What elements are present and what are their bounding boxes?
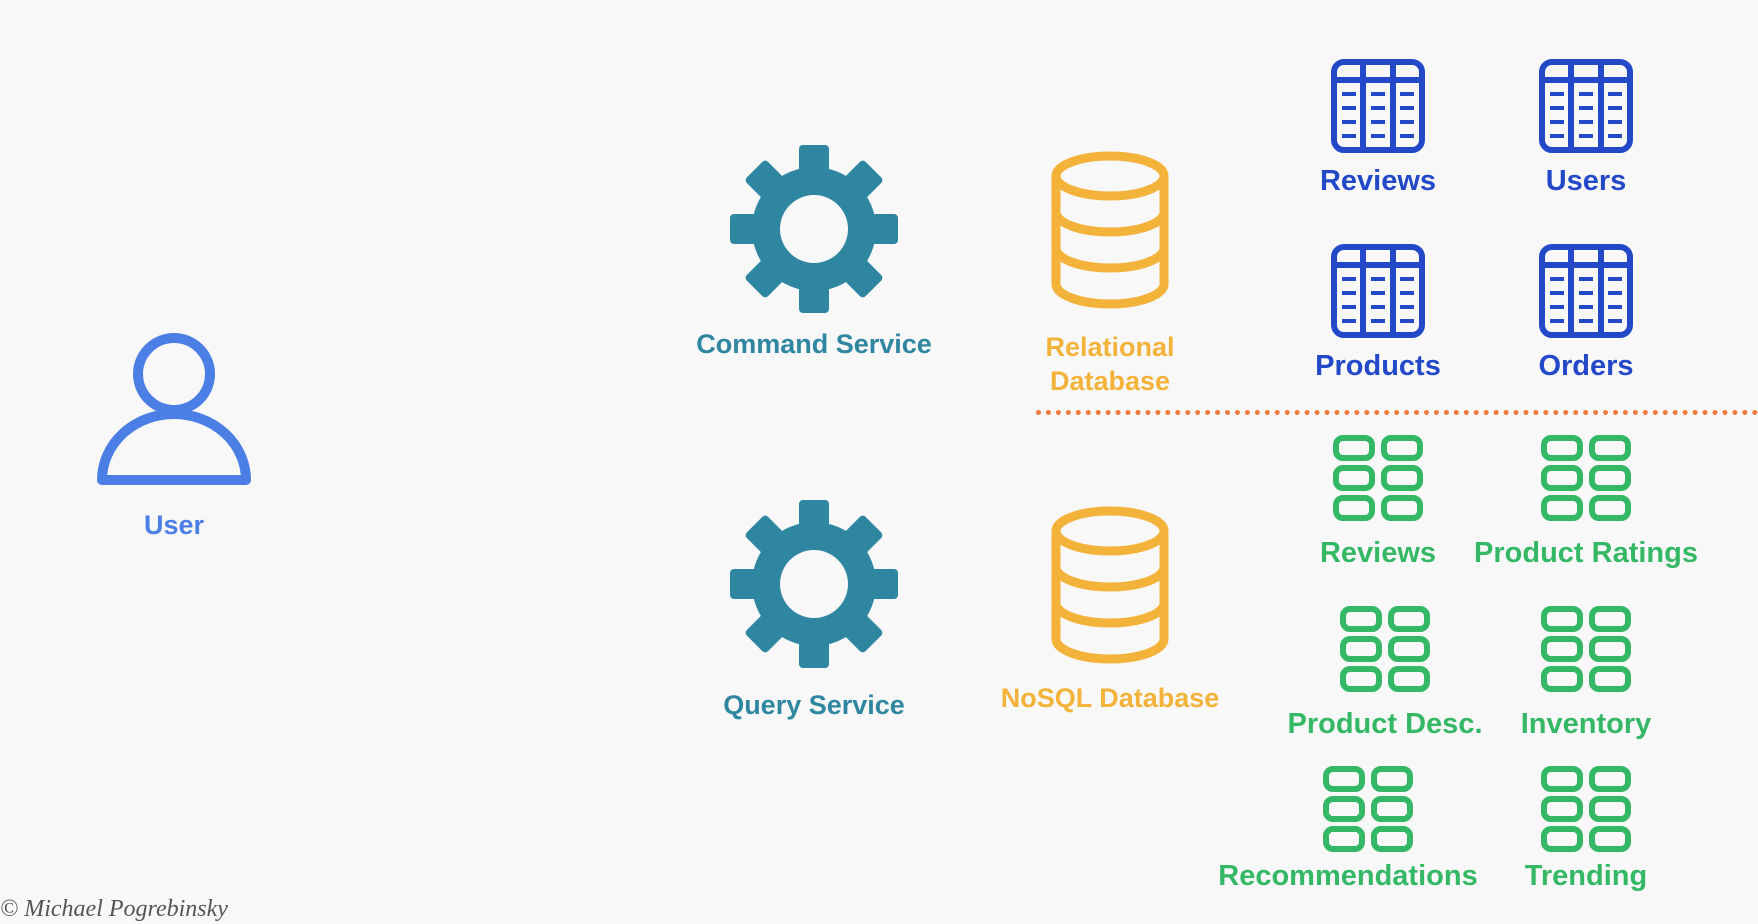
nosql-database-node: NoSQL Database <box>990 505 1230 715</box>
table-orders: Orders <box>1486 243 1686 383</box>
relational-database-label-line1: Relational <box>1045 332 1175 362</box>
relational-database-node: Relational Database <box>1010 150 1210 398</box>
table-reviews-label: Reviews <box>1319 165 1437 197</box>
collection-trending: Trending <box>1456 765 1716 893</box>
query-service-label: Query Service <box>723 690 905 720</box>
relational-database-label: Relational Database <box>1045 330 1174 398</box>
database-icon <box>1051 151 1169 309</box>
collection-recommendations-label: Recommendations <box>1218 860 1478 892</box>
table-products-label: Products <box>1315 350 1441 382</box>
collection-product-desc-label: Product Desc. <box>1287 708 1483 740</box>
grid-icon <box>1340 606 1430 692</box>
grid-icon <box>1333 435 1423 521</box>
table-icon <box>1331 244 1425 338</box>
table-products: Products <box>1278 243 1478 383</box>
table-users-label: Users <box>1545 165 1627 197</box>
user-label: User <box>143 510 205 540</box>
user-node: User <box>94 328 254 542</box>
grid-icon <box>1541 766 1631 852</box>
collection-product-desc: Product Desc. <box>1255 605 1515 741</box>
table-icon <box>1539 244 1633 338</box>
table-reviews: Reviews <box>1278 58 1478 198</box>
collection-product-ratings-label: Product Ratings <box>1474 537 1698 569</box>
query-service-node: Query Service <box>680 498 948 722</box>
collection-inventory: Inventory <box>1456 605 1716 741</box>
gear-icon <box>730 145 898 313</box>
gear-icon <box>730 500 898 668</box>
storage-divider <box>1036 410 1758 415</box>
database-icon <box>1051 506 1169 664</box>
user-icon <box>97 333 251 485</box>
collection-trending-label: Trending <box>1524 860 1648 892</box>
relational-database-label-line2: Database <box>1049 366 1171 396</box>
collection-reviews-label: Reviews <box>1319 537 1437 569</box>
command-service-node: Command Service <box>680 143 948 361</box>
table-orders-label: Orders <box>1538 350 1634 382</box>
grid-icon <box>1323 766 1413 852</box>
table-users: Users <box>1486 58 1686 198</box>
table-icon <box>1331 59 1425 153</box>
collection-recommendations: Recommendations <box>1188 765 1508 893</box>
collection-inventory-label: Inventory <box>1520 708 1652 740</box>
grid-icon <box>1541 606 1631 692</box>
collection-product-ratings: Product Ratings <box>1456 434 1716 570</box>
command-service-label: Command Service <box>696 329 932 359</box>
nosql-database-label: NoSQL Database <box>1000 683 1220 713</box>
table-icon <box>1539 59 1633 153</box>
copyright-text: © Michael Pogrebinsky <box>0 896 228 922</box>
collection-reviews: Reviews <box>1248 434 1508 570</box>
grid-icon <box>1541 435 1631 521</box>
